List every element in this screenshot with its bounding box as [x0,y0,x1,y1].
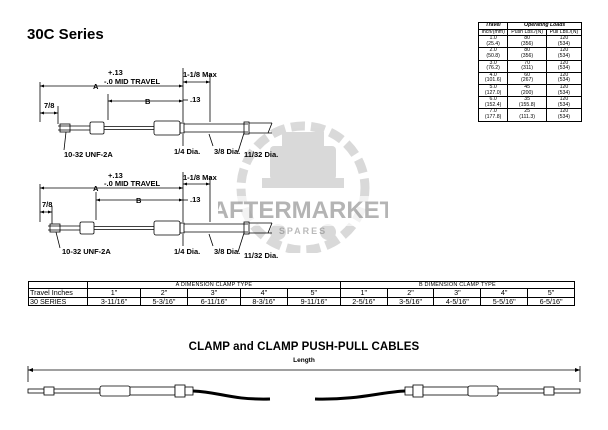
dia-11-32-label: 11/32 Dia. [244,150,278,159]
table-cell: 3" [433,288,481,297]
cable-end-dimension-drawing-bottom: +.13 -.0 MID TRAVEL A B 1-1/8 Max .13 7/… [39,171,278,260]
table-cell: 5" [527,288,575,297]
dimension-b-label: B [145,97,151,106]
table-cell: 5-3/16" [140,297,188,306]
series-title: 30C Series [27,26,104,43]
loads-row: 4.0(101.6)60(267)120(534) [477,71,583,85]
drawing-title: CLAMP and CLAMP PUSH-PULL CABLES [188,341,420,353]
mid-travel-label: -.0 MID TRAVEL [104,77,161,86]
push-pull-cable-drawing [27,366,581,401]
a-dimension-header: A DIMENSION CLAMP TYPE [87,281,341,289]
dimension-78-label: 7/8 [42,200,52,209]
clearance-label: .13 [190,95,200,104]
thread-label: 10-32 UNF-2A [62,247,111,256]
dimension-b-label: B [136,196,142,205]
clearance-label: .13 [190,195,200,204]
dia-11-32-label: 11/32 Dia. [244,251,278,260]
plus-tolerance: +.13 [108,171,123,180]
operating-loads-table: Travel Operating Loads Inch/(mm) Push Lb… [477,22,583,122]
travel-inches-label: Travel Inches [30,288,73,297]
table-cell: 4" [480,288,528,297]
dim-travel-row: Travel Inches 1" 2" 3" 4" 5" 1" 2" 3" 4"… [28,288,575,297]
plus-tolerance: +.13 [108,68,123,77]
loads-row: 6.0(152.4)35(155.8)120(534) [477,96,583,110]
table-cell: 5" [286,288,341,297]
dia-3-8-label: 3/8 Dia. [214,147,240,156]
table-cell: 5-5/16" [480,297,528,306]
dimension-a-label: A [93,184,99,193]
table-cell: 8-3/16" [239,297,288,306]
dim-series-row: 30 SERIES 3-11/16" 5-3/16" 6-11/16" 8-3/… [28,296,575,306]
table-cell: 2" [140,288,188,297]
loads-row: 3.0(76.2)70(311)120(534) [477,59,583,73]
b-dimension-header: B DIMENSION CLAMP TYPE [339,281,575,289]
loads-row: 2.0(50.8)80(356)120(534) [477,47,583,61]
dia-quarter-label: 1/4 Dia. [174,147,200,156]
table-cell: 2" [386,288,434,297]
thread-label: 10-32 UNF-2A [64,150,113,159]
table-cell: 2-5/16" [339,297,388,306]
dim-group-row: A DIMENSION CLAMP TYPE B DIMENSION CLAMP… [28,281,575,289]
table-cell: 6-5/16" [527,297,575,306]
loads-row: 1.0(25.4)80(356)120(534) [477,35,583,49]
table-cell: 4" [239,288,288,297]
dia-quarter-label: 1/4 Dia. [174,247,200,256]
dimension-table: A DIMENSION CLAMP TYPE B DIMENSION CLAMP… [28,281,575,306]
table-cell: 1" [339,288,388,297]
table-cell: 6-11/16" [186,297,241,306]
table-cell: 3-5/16" [386,297,434,306]
dimension-a-label: A [93,82,99,91]
length-label: Length [293,357,315,364]
watermark-line1: AFTERMARKET [218,197,388,224]
aftermarket-spares-watermark: AFTERMARKET SPARES [218,121,388,253]
loads-row: 5.0(127.0)45(200)120(534) [477,83,583,98]
dimension-78-label: 7/8 [44,101,54,110]
loads-row: 7.0(177.8)25(111.3)120(534) [477,108,583,122]
cable-end-dimension-drawing-top: +.13 -.0 MID TRAVEL A B 1-1/8 Max .13 7/… [39,68,278,159]
mid-travel-label: -.0 MID TRAVEL [104,179,161,188]
max-label: 1-1/8 Max [183,70,218,79]
table-cell: 1" [86,288,141,297]
dia-3-8-label: 3/8 Dia. [214,247,240,256]
table-cell: 3" [186,288,241,297]
max-label: 1-1/8 Max [183,173,218,182]
table-cell: 4-5/16" [433,297,481,306]
table-cell: 3-11/16" [86,297,141,306]
table-cell: 9-11/16" [286,297,341,306]
series-label: 30 SERIES [30,296,67,306]
watermark-line2: SPARES [279,226,327,236]
